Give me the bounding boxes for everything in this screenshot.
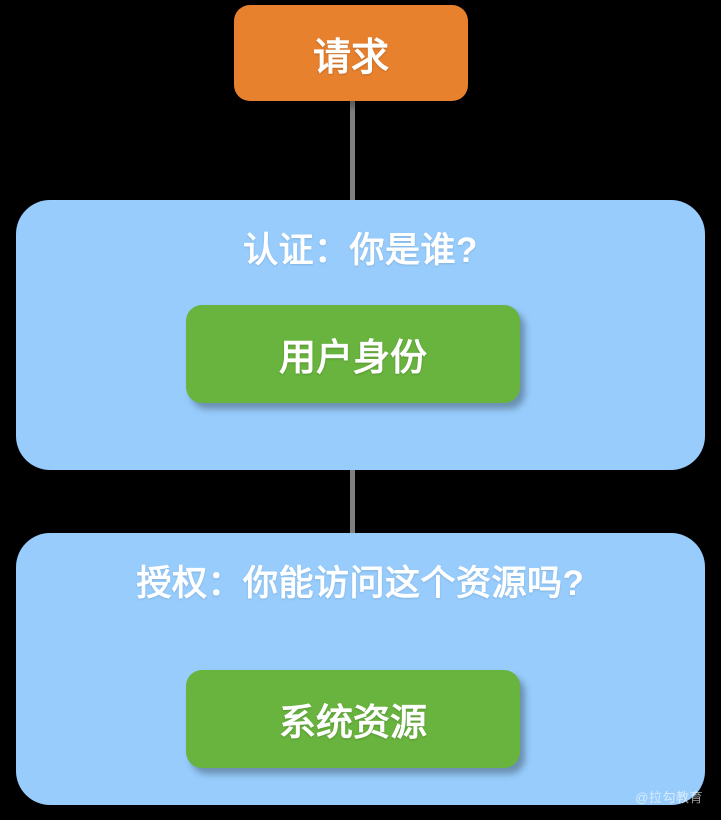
node-request-label: 请求 xyxy=(312,36,389,79)
node-user-identity: 用户身份 xyxy=(186,305,520,403)
node-system-resource-label: 系统资源 xyxy=(279,702,427,743)
node-user-identity-label: 用户身份 xyxy=(279,337,427,378)
stage-authorization-title: 授权：你能访问这个资源吗? xyxy=(136,564,585,603)
node-system-resource: 系统资源 xyxy=(186,670,520,768)
watermark: @拉勾教育 xyxy=(635,790,703,805)
stage-authentication-title: 认证：你是谁? xyxy=(243,231,478,270)
node-request: 请求 xyxy=(234,5,468,101)
